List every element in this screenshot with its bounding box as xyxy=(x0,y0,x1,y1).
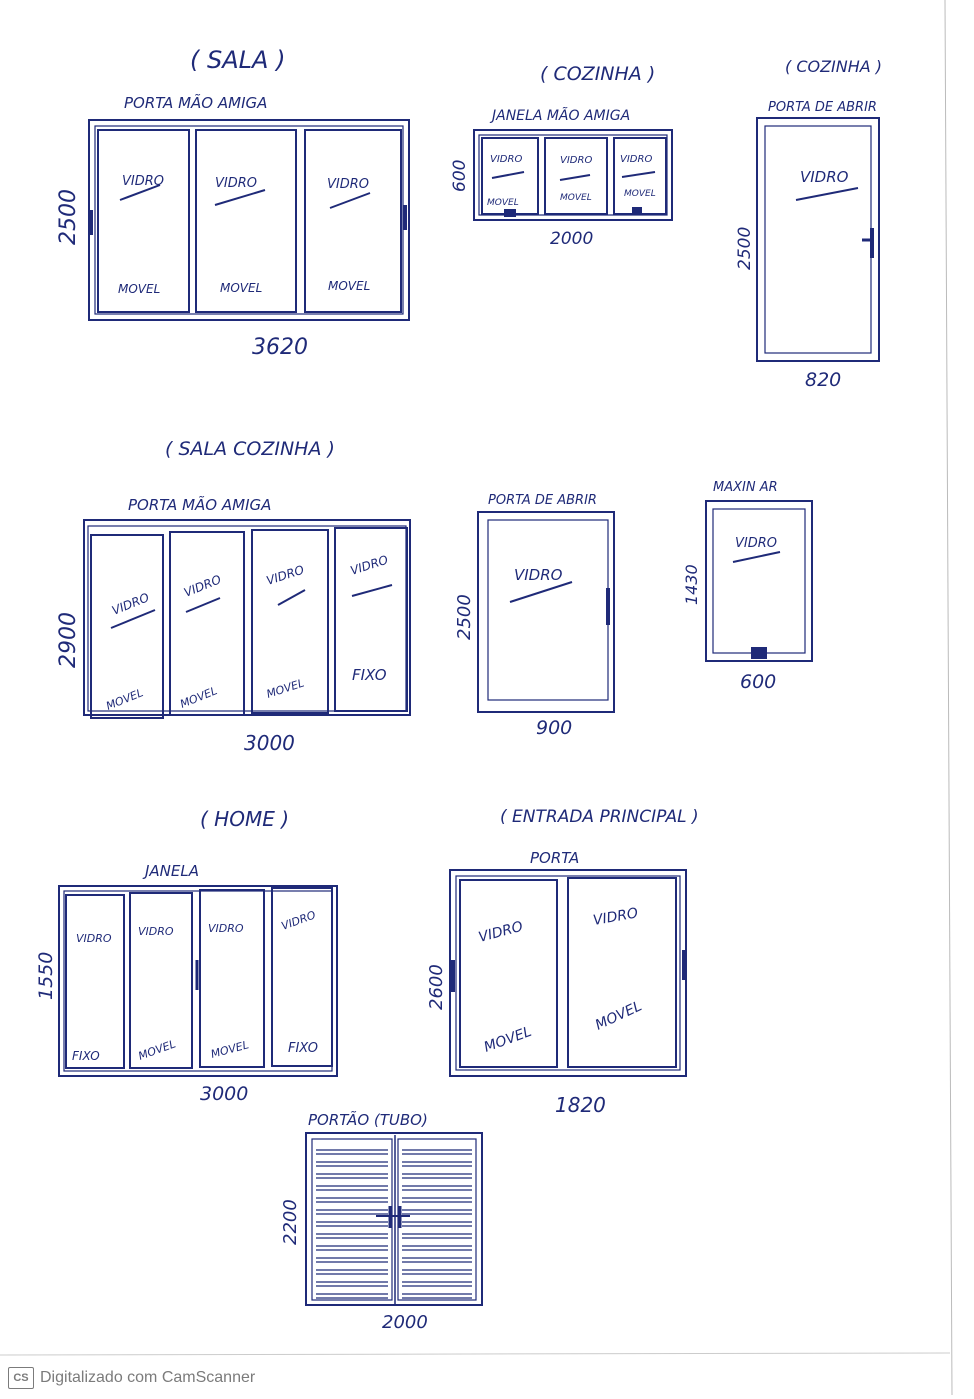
porta-entrada-pane-2-glass: VIDRO xyxy=(592,905,639,929)
porta-sala-pane-3-type: MOVEL xyxy=(328,279,370,293)
porta-sala-cozinha-height: 2900 xyxy=(56,612,81,668)
porta-abrir-sala-cozinha-height: 2500 xyxy=(454,594,475,640)
porta-sala-cozinha-pane-3-type: MOVEL xyxy=(265,677,306,701)
porta-sala-drawing xyxy=(88,119,410,321)
janela-cozinha-pane-2-type: MOVEL xyxy=(560,193,592,203)
section-home: ( HOME ) xyxy=(200,807,289,831)
section-sala-cozinha: ( SALA COZINHA ) xyxy=(165,438,335,460)
section-sala: ( SALA ) xyxy=(190,46,285,74)
title-porta-abrir-cozinha: PORTA DE ABRIR xyxy=(768,100,877,115)
porta-sala-cozinha-pane-2-type: MOVEL xyxy=(178,684,219,711)
porta-entrada-drawing xyxy=(449,869,687,1077)
janela-home-pane-4-glass: VIDRO xyxy=(280,908,318,932)
porta-sala-width: 3620 xyxy=(252,335,308,360)
porta-sala-cozinha-pane-2-glass: VIDRO xyxy=(182,572,223,600)
footer-text: Digitalizado com CamScanner xyxy=(40,1369,256,1386)
camscanner-logo: CS xyxy=(8,1367,34,1389)
maxim-ar-width: 600 xyxy=(740,671,776,693)
janela-cozinha-pane-1-glass: VIDRO xyxy=(490,154,522,165)
porta-entrada-height: 2600 xyxy=(426,964,447,1010)
porta-entrada-pane-2-type: MOVEL xyxy=(593,998,644,1033)
porta-sala-cozinha-pane-4-type: FIXO xyxy=(352,666,387,684)
porta-sala-cozinha-pane-4-glass: VIDRO xyxy=(349,553,390,578)
janela-cozinha-width: 2000 xyxy=(550,229,593,249)
maxim-ar-drawing xyxy=(705,500,813,662)
porta-abrir-cozinha-drawing xyxy=(756,117,880,362)
porta-sala-pane-2-type: MOVEL xyxy=(220,281,262,295)
title-porta-entrada: PORTA xyxy=(530,849,579,867)
footer: CS Digitalizado com CamScanner xyxy=(8,1367,255,1389)
porta-abrir-sala-cozinha-width: 900 xyxy=(536,717,572,739)
porta-sala-pane-2-glass: VIDRO xyxy=(215,176,257,191)
porta-entrada-pane-1-glass: VIDRO xyxy=(477,919,525,946)
maxim-ar-glass: VIDRO xyxy=(735,536,777,551)
portao-drawing xyxy=(305,1132,483,1306)
porta-sala-cozinha-pane-1-type: MOVEL xyxy=(104,686,145,713)
janela-home-pane-4-type: FIXO xyxy=(288,1041,318,1056)
janela-home-drawing xyxy=(58,885,338,1077)
porta-abrir-sala-cozinha-glass: VIDRO xyxy=(514,566,563,584)
title-maxim-ar: MAXIN AR xyxy=(713,480,778,495)
title-porta-abrir-sala-cozinha: PORTA DE ABRIR xyxy=(488,493,597,508)
porta-abrir-cozinha-glass: VIDRO xyxy=(800,168,849,186)
title-porta-sala-cozinha: PORTA MÃO AMIGA xyxy=(128,495,271,514)
janela-cozinha-pane-3-type: MOVEL xyxy=(624,189,656,199)
porta-sala-cozinha-drawing xyxy=(83,519,411,719)
title-portao: PORTÃO (TUBO) xyxy=(308,1110,428,1129)
janela-home-pane-2-type: MOVEL xyxy=(137,1037,178,1062)
section-cozinha-1: ( COZINHA ) xyxy=(540,63,655,85)
porta-abrir-sala-cozinha-drawing xyxy=(477,511,615,713)
portao-handle xyxy=(376,1206,410,1228)
porta-abrir-cozinha-height: 2500 xyxy=(735,227,755,270)
janela-home-height: 1550 xyxy=(35,952,57,1000)
porta-sala-cozinha-pane-3-glass: VIDRO xyxy=(265,563,306,588)
janela-cozinha-drawing xyxy=(473,129,673,221)
janela-cozinha-height: 600 xyxy=(450,160,470,192)
janela-home-pane-3-glass: VIDRO xyxy=(208,922,244,935)
janela-home-pane-1-glass: VIDRO xyxy=(76,932,112,945)
janela-cozinha-pane-3-glass: VIDRO xyxy=(620,154,652,165)
porta-entrada-width: 1820 xyxy=(555,1093,606,1117)
title-porta-sala: PORTA MÃO AMIGA xyxy=(124,93,267,112)
maxim-ar-height: 1430 xyxy=(682,564,701,605)
title-janela-home: JANELA xyxy=(142,862,199,880)
porta-sala-cozinha-width: 3000 xyxy=(244,731,295,755)
section-entrada: ( ENTRADA PRINCIPAL ) xyxy=(500,807,699,827)
section-cozinha-2: ( COZINHA ) xyxy=(785,57,882,76)
porta-sala-pane-1-type: MOVEL xyxy=(118,282,160,296)
porta-sala-pane-1-glass: VIDRO xyxy=(122,174,164,189)
janela-home-pane-3-type: MOVEL xyxy=(209,1038,250,1061)
janela-cozinha-pane-2-glass: VIDRO xyxy=(560,155,592,166)
porta-abrir-cozinha-width: 820 xyxy=(805,369,841,391)
portao-louvers xyxy=(316,1149,472,1299)
portao-height: 2200 xyxy=(280,1199,301,1245)
portao-width: 2000 xyxy=(382,1312,428,1333)
janela-cozinha-pane-1-type: MOVEL xyxy=(487,198,519,208)
janela-home-pane-1-type: FIXO xyxy=(72,1049,100,1063)
janela-home-pane-2-glass: VIDRO xyxy=(138,925,174,938)
porta-entrada-pane-1-type: MOVEL xyxy=(482,1024,534,1056)
porta-sala-pane-3-glass: VIDRO xyxy=(327,177,369,192)
porta-sala-height: 2500 xyxy=(56,189,81,245)
janela-home-width: 3000 xyxy=(200,1083,248,1105)
title-janela-cozinha: JANELA MÃO AMIGA xyxy=(489,107,630,124)
